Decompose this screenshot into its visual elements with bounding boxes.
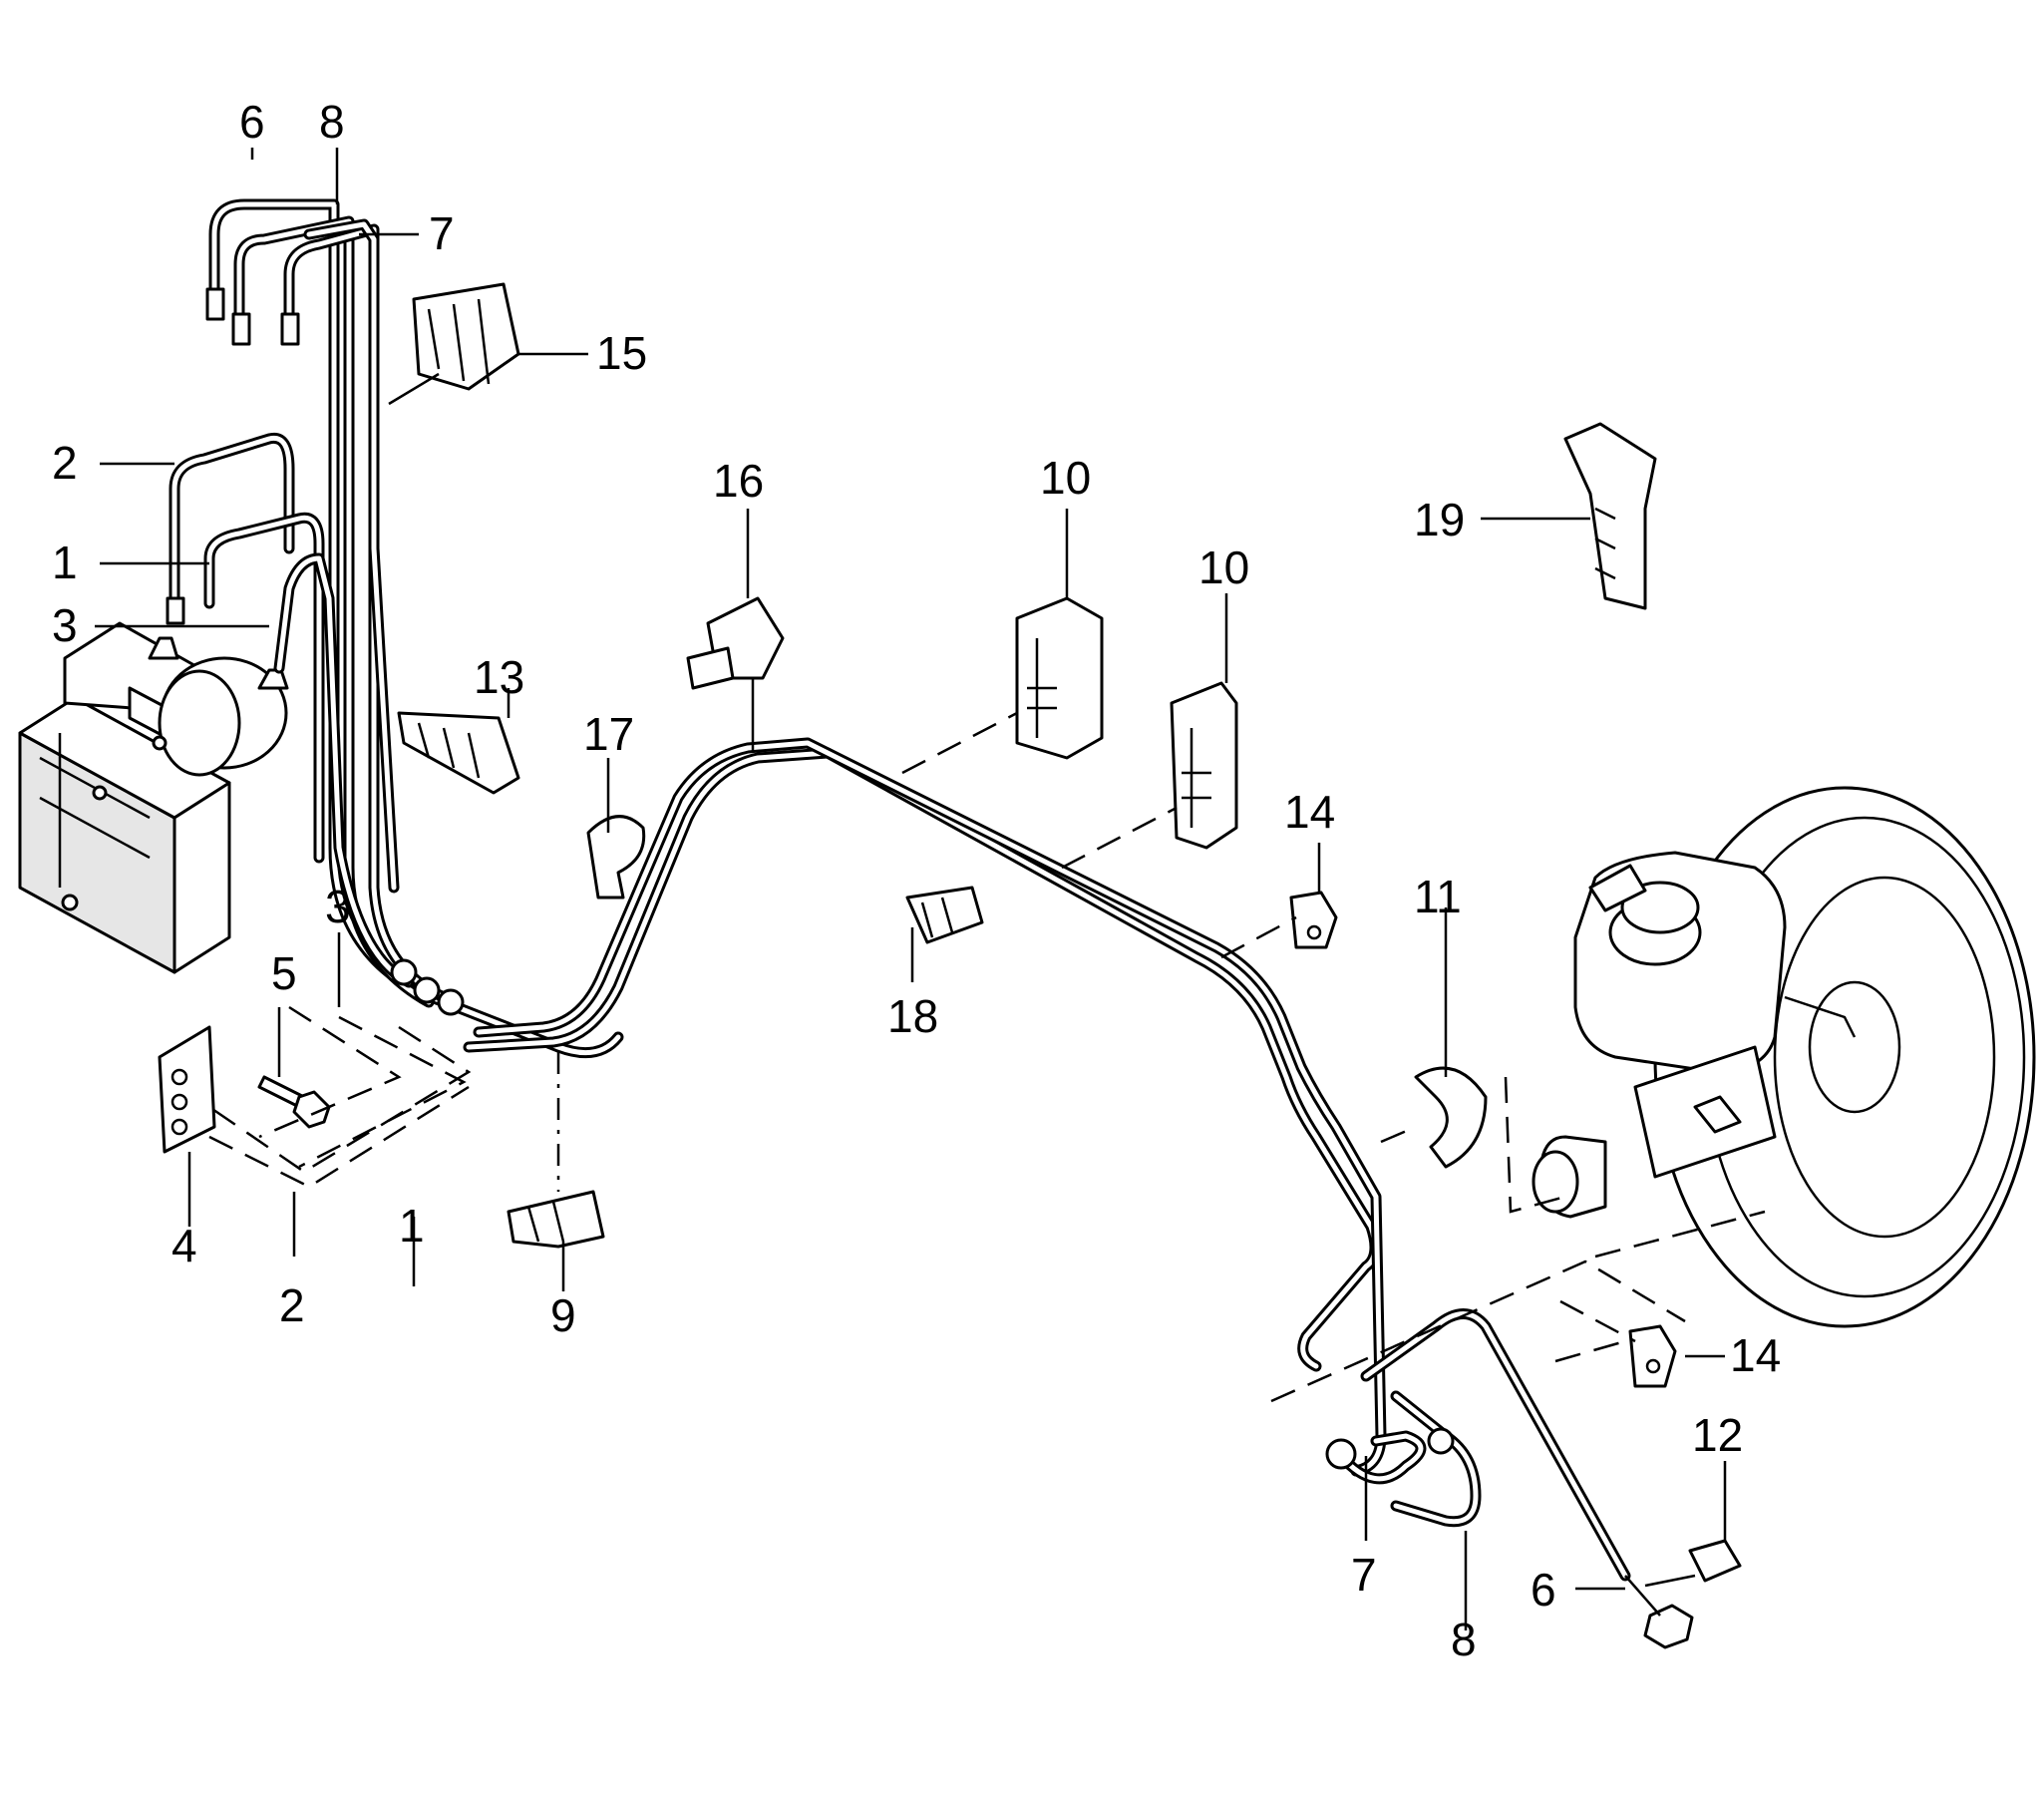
clip-10-a: [1015, 596, 1104, 760]
clip-10-b: [1170, 681, 1238, 850]
callout-2-bottom: 2: [279, 1279, 305, 1331]
callout-1-bottom: 1: [399, 1200, 425, 1252]
brake-booster-master-cylinder: [1532, 786, 2036, 1328]
callout-7-bottom: 7: [1351, 1549, 1377, 1601]
callout-2-left: 2: [52, 437, 78, 489]
callout-18: 18: [887, 990, 938, 1042]
callout-15: 15: [596, 327, 647, 379]
callout-6-bottom: 6: [1531, 1564, 1556, 1616]
dashed-reference-lines: [208, 711, 1766, 1403]
callout-3-left: 3: [52, 599, 78, 651]
callout-10-a: 10: [1040, 452, 1091, 504]
callout-8-top: 8: [319, 96, 345, 148]
clip-18: [905, 886, 984, 944]
callout-8-bottom: 8: [1451, 1614, 1477, 1665]
clip-13: [397, 711, 520, 795]
callout-numbers: 6 8 7 15 2 1 3 13 16 17 10 10 19 14 11 1…: [52, 96, 1781, 1665]
brake-pipe-long-run: [463, 737, 1694, 1649]
callout-4: 4: [171, 1220, 197, 1271]
clip-11: [1414, 1066, 1488, 1169]
callout-16: 16: [713, 455, 764, 507]
bracket-4: [158, 1025, 216, 1154]
callout-17: 17: [583, 708, 634, 760]
callout-9: 9: [550, 1289, 576, 1341]
callout-1-left: 1: [52, 537, 78, 588]
callout-7-top: 7: [429, 207, 455, 259]
callout-14-a: 14: [1284, 786, 1335, 838]
callout-11: 11: [1414, 871, 1462, 922]
leader-lines: [95, 148, 1727, 1630]
clip-19: [1563, 422, 1657, 610]
callout-14-b: 14: [1730, 1329, 1781, 1381]
callout-12: 12: [1692, 1409, 1743, 1461]
callout-6-top: 6: [239, 96, 265, 148]
callout-3-mid: 3: [325, 881, 351, 932]
callout-10-b: 10: [1198, 541, 1249, 593]
callout-13: 13: [474, 651, 524, 703]
callout-5: 5: [271, 947, 297, 999]
callout-19: 19: [1414, 494, 1465, 545]
clip-14-a: [1289, 891, 1338, 949]
brake-pipe-bundle-abs: [166, 198, 624, 1059]
clip-14-b: [1628, 1324, 1677, 1388]
clip-15: [412, 282, 520, 391]
bolt-5: [257, 1075, 331, 1129]
abs-hydraulic-unit: [18, 621, 289, 974]
clip-16: [686, 596, 785, 690]
clip-9: [507, 1190, 605, 1249]
clip-12: [1688, 1539, 1742, 1583]
